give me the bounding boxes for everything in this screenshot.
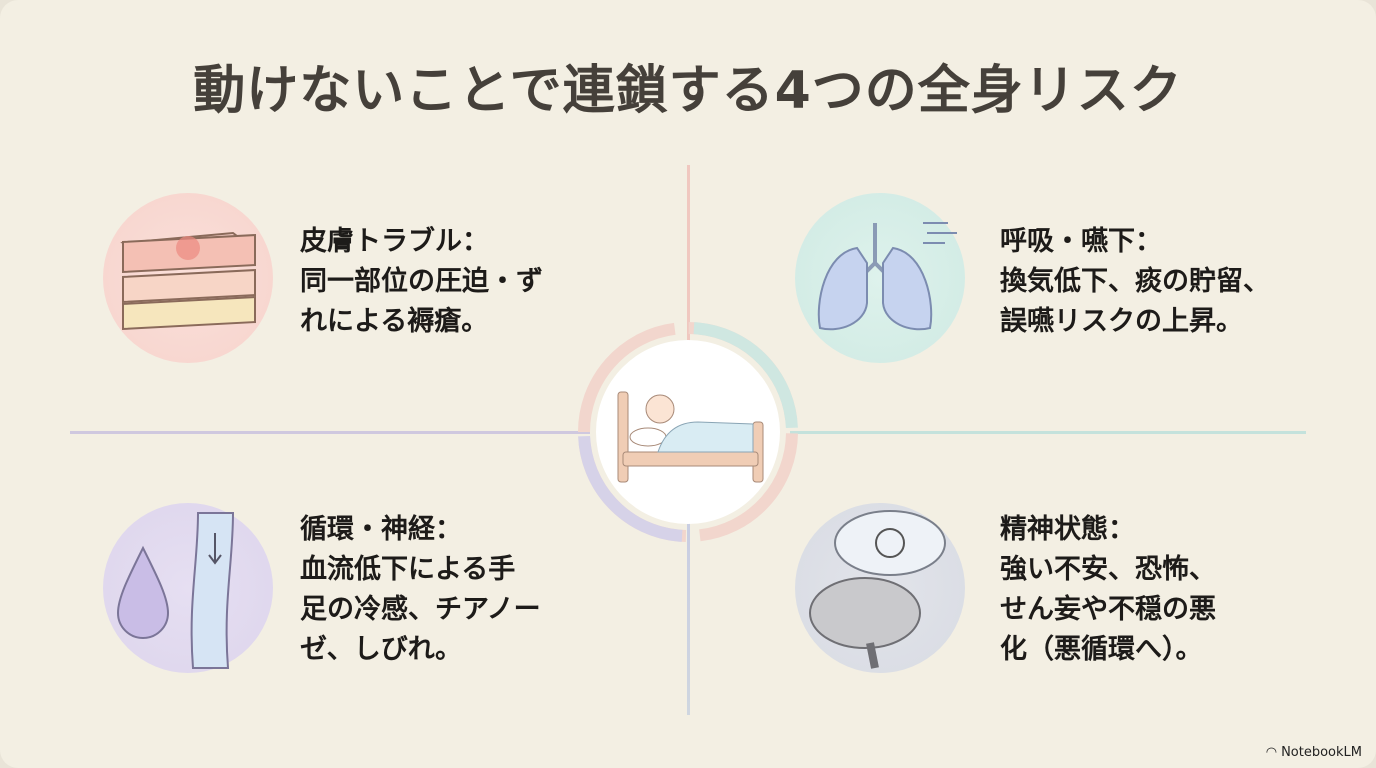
- lungs-icon: [795, 193, 965, 363]
- page-title: 動けないことで連鎖する4つの全身リスク: [193, 61, 1183, 121]
- blood-vessel-icon: [103, 503, 273, 673]
- notebooklm-logo: ◠ NotebookLM: [1265, 745, 1362, 760]
- skin-layers-icon: [103, 193, 273, 363]
- horizontal-divider-left: [70, 431, 590, 434]
- skin-risk-text: 皮膚トラブル：同一部位の圧迫・ずれによる褥瘡。: [300, 226, 543, 337]
- circulation-risk-text: 循環・神経：血流低下による手足の冷感、チアノーゼ、しびれ。: [300, 514, 541, 665]
- bedridden-patient-icon: [578, 322, 798, 542]
- brain-icon: [795, 503, 965, 673]
- respiratory-risk-text: 呼吸・嚥下：換気低下、痰の貯留、誤嚥リスクの上昇。: [1000, 226, 1270, 337]
- mental-risk-text: 精神状態：強い不安、恐怖、せん妄や不穏の悪化（悪循環へ）。: [1000, 514, 1216, 665]
- horizontal-divider-right: [790, 431, 1306, 434]
- notebooklm-icon: ◠: [1265, 745, 1278, 760]
